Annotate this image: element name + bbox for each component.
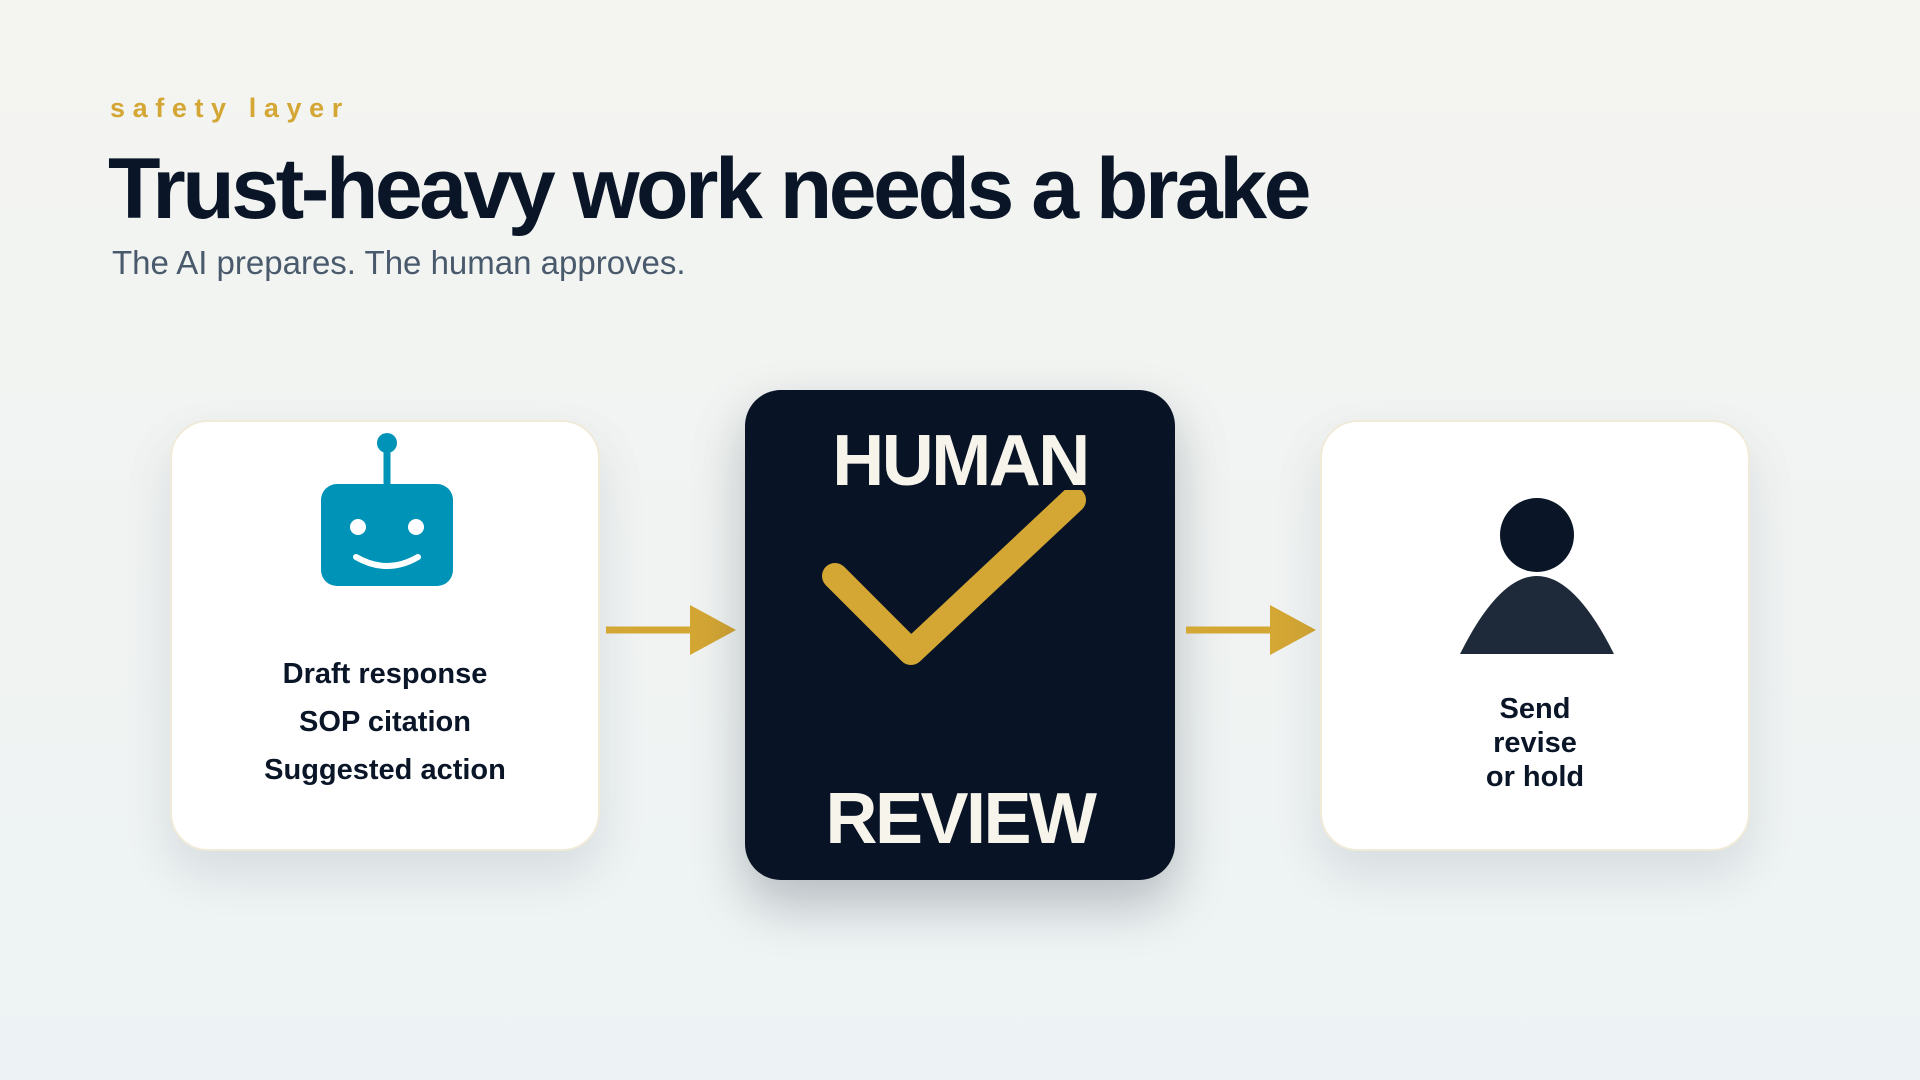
review-bottom-label: REVIEW (825, 779, 1097, 859)
human-review-card: HUMAN REVIEW (745, 390, 1175, 880)
person-icon (1460, 498, 1614, 654)
page-title: Trust-heavy work needs a brake (108, 141, 1311, 237)
robot-icon (321, 433, 453, 586)
ai-output-list: Draft response SOP citation Suggested ac… (172, 650, 598, 794)
option-revise: revise (1493, 727, 1577, 759)
review-top-label: HUMAN (832, 421, 1090, 501)
decision-options: Send revise or hold (1322, 692, 1748, 794)
option-hold: or hold (1485, 761, 1585, 793)
list-item-draft-response: Draft response (282, 658, 488, 690)
ai-draft-card: Draft response SOP citation Suggested ac… (170, 420, 600, 851)
checkmark-icon (822, 490, 1086, 665)
list-item-sop-citation: SOP citation (299, 706, 471, 738)
arrow-right-icon (1186, 605, 1316, 655)
eyebrow-label: safety layer (110, 93, 350, 123)
list-item-suggested-action: Suggested action (264, 754, 506, 786)
human-decision-card: Send revise or hold (1320, 420, 1750, 851)
page-subtitle: The AI prepares. The human approves. (112, 244, 686, 281)
arrow-right-icon (606, 605, 736, 655)
option-send: Send (1499, 693, 1571, 725)
